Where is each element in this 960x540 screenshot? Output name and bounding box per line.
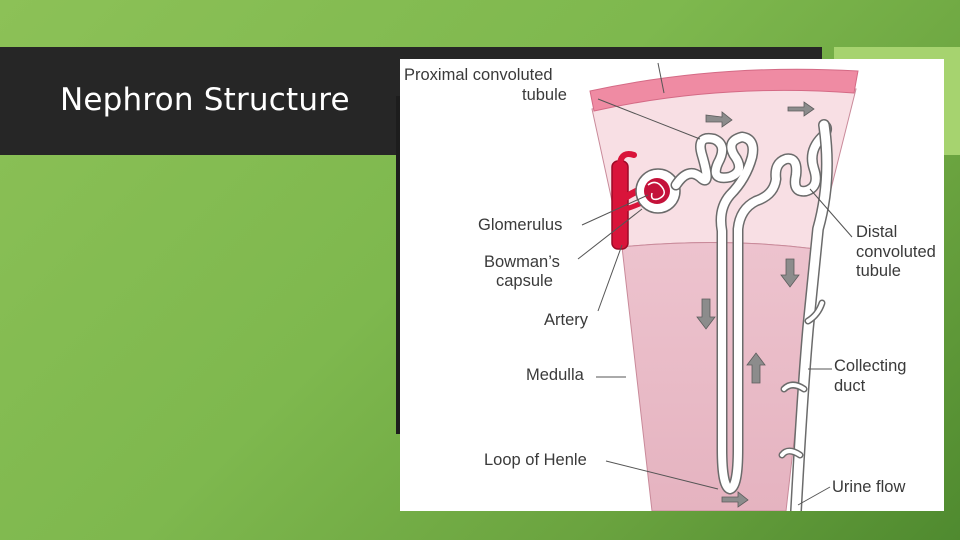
slide-title: Nephron Structure (60, 82, 350, 118)
label-distal-line2: convoluted (856, 243, 936, 261)
leader-line (597, 244, 623, 312)
flow-arrows (696, 101, 815, 508)
label-distal-line3: tubule (856, 262, 901, 280)
leader-line (797, 486, 831, 506)
renal-capsule-band (589, 68, 859, 112)
flow-arrow (787, 101, 815, 117)
label-distal-line1: Distal (856, 223, 898, 241)
label-urine-flow: Urine flow (832, 478, 906, 496)
leader-lines (577, 62, 853, 506)
leader-line (581, 194, 649, 226)
label-glomerulus: Glomerulus (478, 216, 563, 234)
label-loop-of-henle: Loop of Henle (484, 451, 587, 469)
flow-arrow (746, 352, 766, 384)
label-bowmans-line2: capsule (496, 272, 553, 290)
label-collecting-line2: duct (834, 377, 866, 395)
label-medulla: Medulla (526, 366, 584, 384)
label-proximal-line2: tubule (522, 86, 567, 104)
leader-line (809, 188, 853, 238)
label-artery: Artery (544, 311, 589, 329)
label-bowmans-line1: Bowman’s (484, 253, 560, 271)
nephron-illustration (577, 62, 859, 511)
flow-arrow (721, 491, 749, 508)
leader-line (605, 460, 719, 490)
leader-line (597, 98, 701, 140)
leader-line (577, 208, 643, 260)
flow-arrow (705, 111, 733, 128)
label-collecting-line1: Collecting (834, 357, 907, 375)
label-proximal-line1: Proximal convoluted (404, 66, 553, 84)
nephron-diagram: Proximal convoluted tubule Glomerulus Bo… (400, 59, 944, 511)
glomerulus-capillaries (647, 181, 665, 201)
artery-top-branch (617, 151, 637, 166)
glomerulus (644, 178, 670, 204)
flow-arrow (780, 258, 800, 288)
flow-arrow (696, 298, 716, 330)
nephron-tubule (670, 119, 833, 511)
leader-line (657, 62, 665, 94)
